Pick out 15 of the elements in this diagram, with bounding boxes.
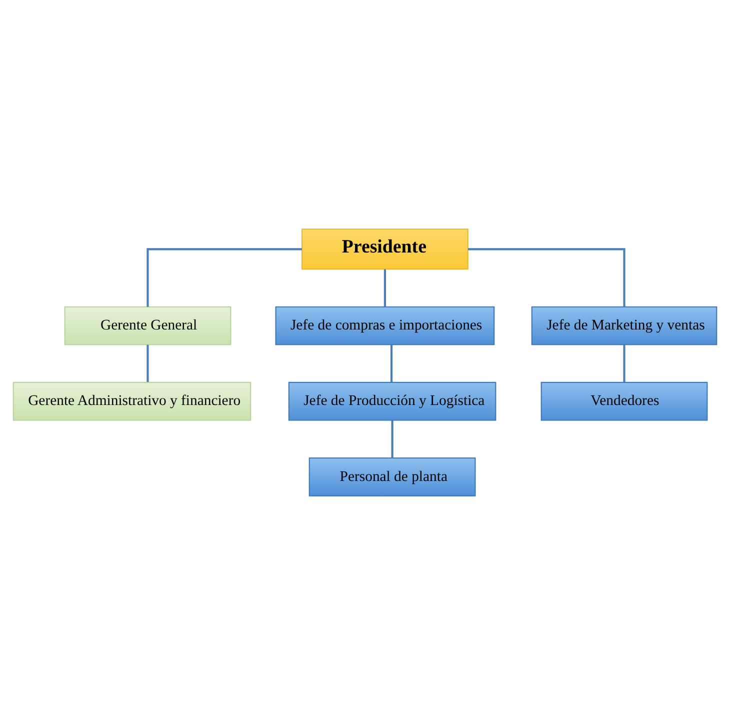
connector bbox=[383, 268, 386, 306]
connector bbox=[146, 344, 148, 382]
connector bbox=[390, 344, 392, 382]
node-box: Vendedores bbox=[540, 381, 708, 420]
connector bbox=[146, 248, 302, 306]
node-box: Gerente Administrativo y financiero bbox=[12, 381, 251, 420]
connector bbox=[467, 248, 625, 306]
node-box: Jefe de Marketing y ventas bbox=[530, 306, 717, 345]
node-box: Presidente bbox=[301, 228, 468, 270]
node-box: Personal de planta bbox=[308, 457, 476, 496]
node-box: Jefe de compras e importaciones bbox=[274, 306, 494, 345]
connector bbox=[390, 420, 393, 458]
node-box: Gerente General bbox=[64, 306, 231, 345]
node-box: Jefe de Producción y Logística bbox=[288, 381, 496, 420]
connector bbox=[622, 344, 625, 382]
